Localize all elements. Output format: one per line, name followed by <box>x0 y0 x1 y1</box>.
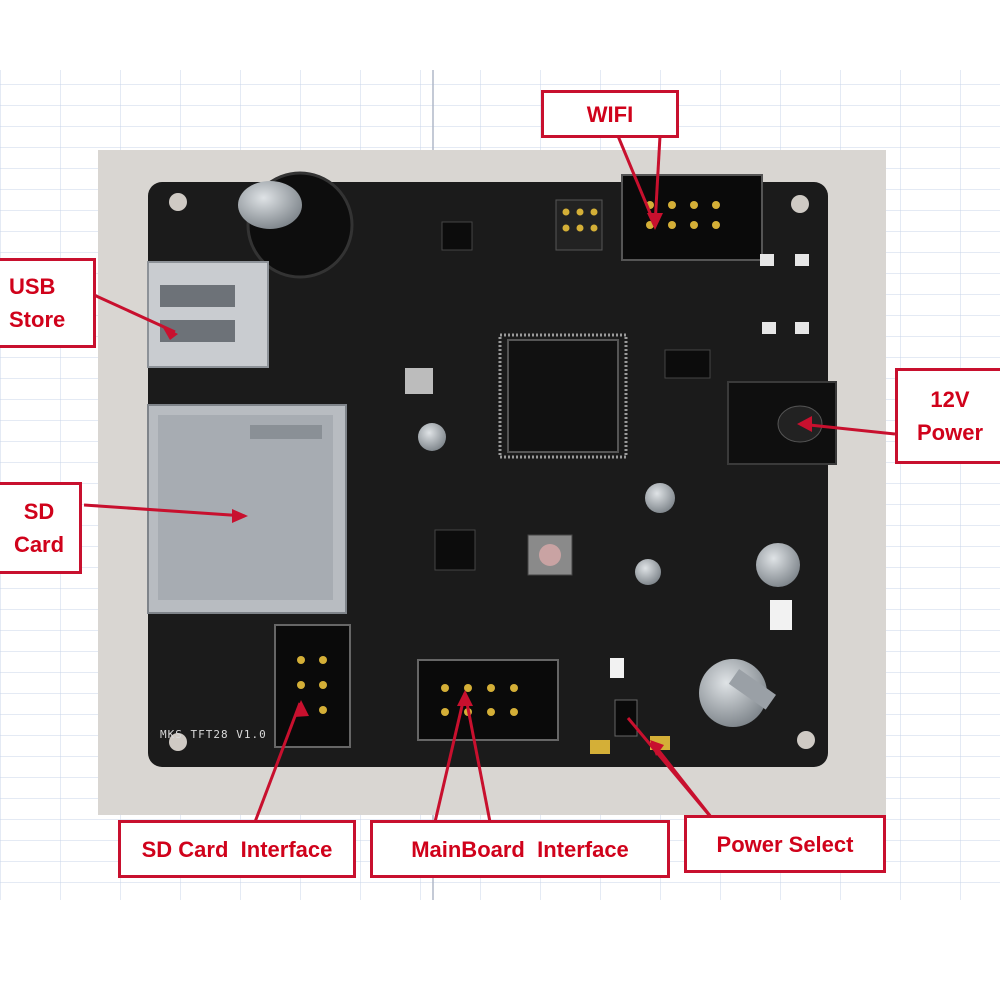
callout-12v-power-line-1: 12V <box>930 387 970 412</box>
callout-mainboard-interface: MainBoard Interface <box>370 820 670 878</box>
callout-usb-store-line-1: USB <box>9 274 56 299</box>
pcb-board <box>148 182 828 767</box>
wifi-header <box>621 174 763 261</box>
callout-sd-card: SD Card <box>0 482 82 574</box>
callout-12v-power: 12V Power <box>895 368 1000 464</box>
board-silkscreen-label: MKS TFT28 V1.0 <box>160 728 267 741</box>
callout-usb-store-line-2: Store <box>9 307 66 332</box>
callout-sd-card-interface: SD Card Interface <box>118 820 356 878</box>
arrowheads <box>162 213 812 756</box>
callout-12v-power-line-2: Power <box>916 420 984 445</box>
sd-card-interface-header <box>274 624 351 748</box>
callout-usb-store: USB Store <box>0 258 96 348</box>
mainboard-interface-header <box>417 659 559 741</box>
callout-sd-card-line-2: Card <box>13 532 65 557</box>
callout-sd-card-line-1: SD <box>23 499 55 524</box>
usb-port <box>147 261 269 368</box>
callout-wifi: WIFI <box>541 90 679 138</box>
leader-lines <box>83 135 896 823</box>
mcu-chip <box>507 339 619 453</box>
jtag-header <box>555 199 603 251</box>
callout-power-select: Power Select <box>684 815 886 873</box>
